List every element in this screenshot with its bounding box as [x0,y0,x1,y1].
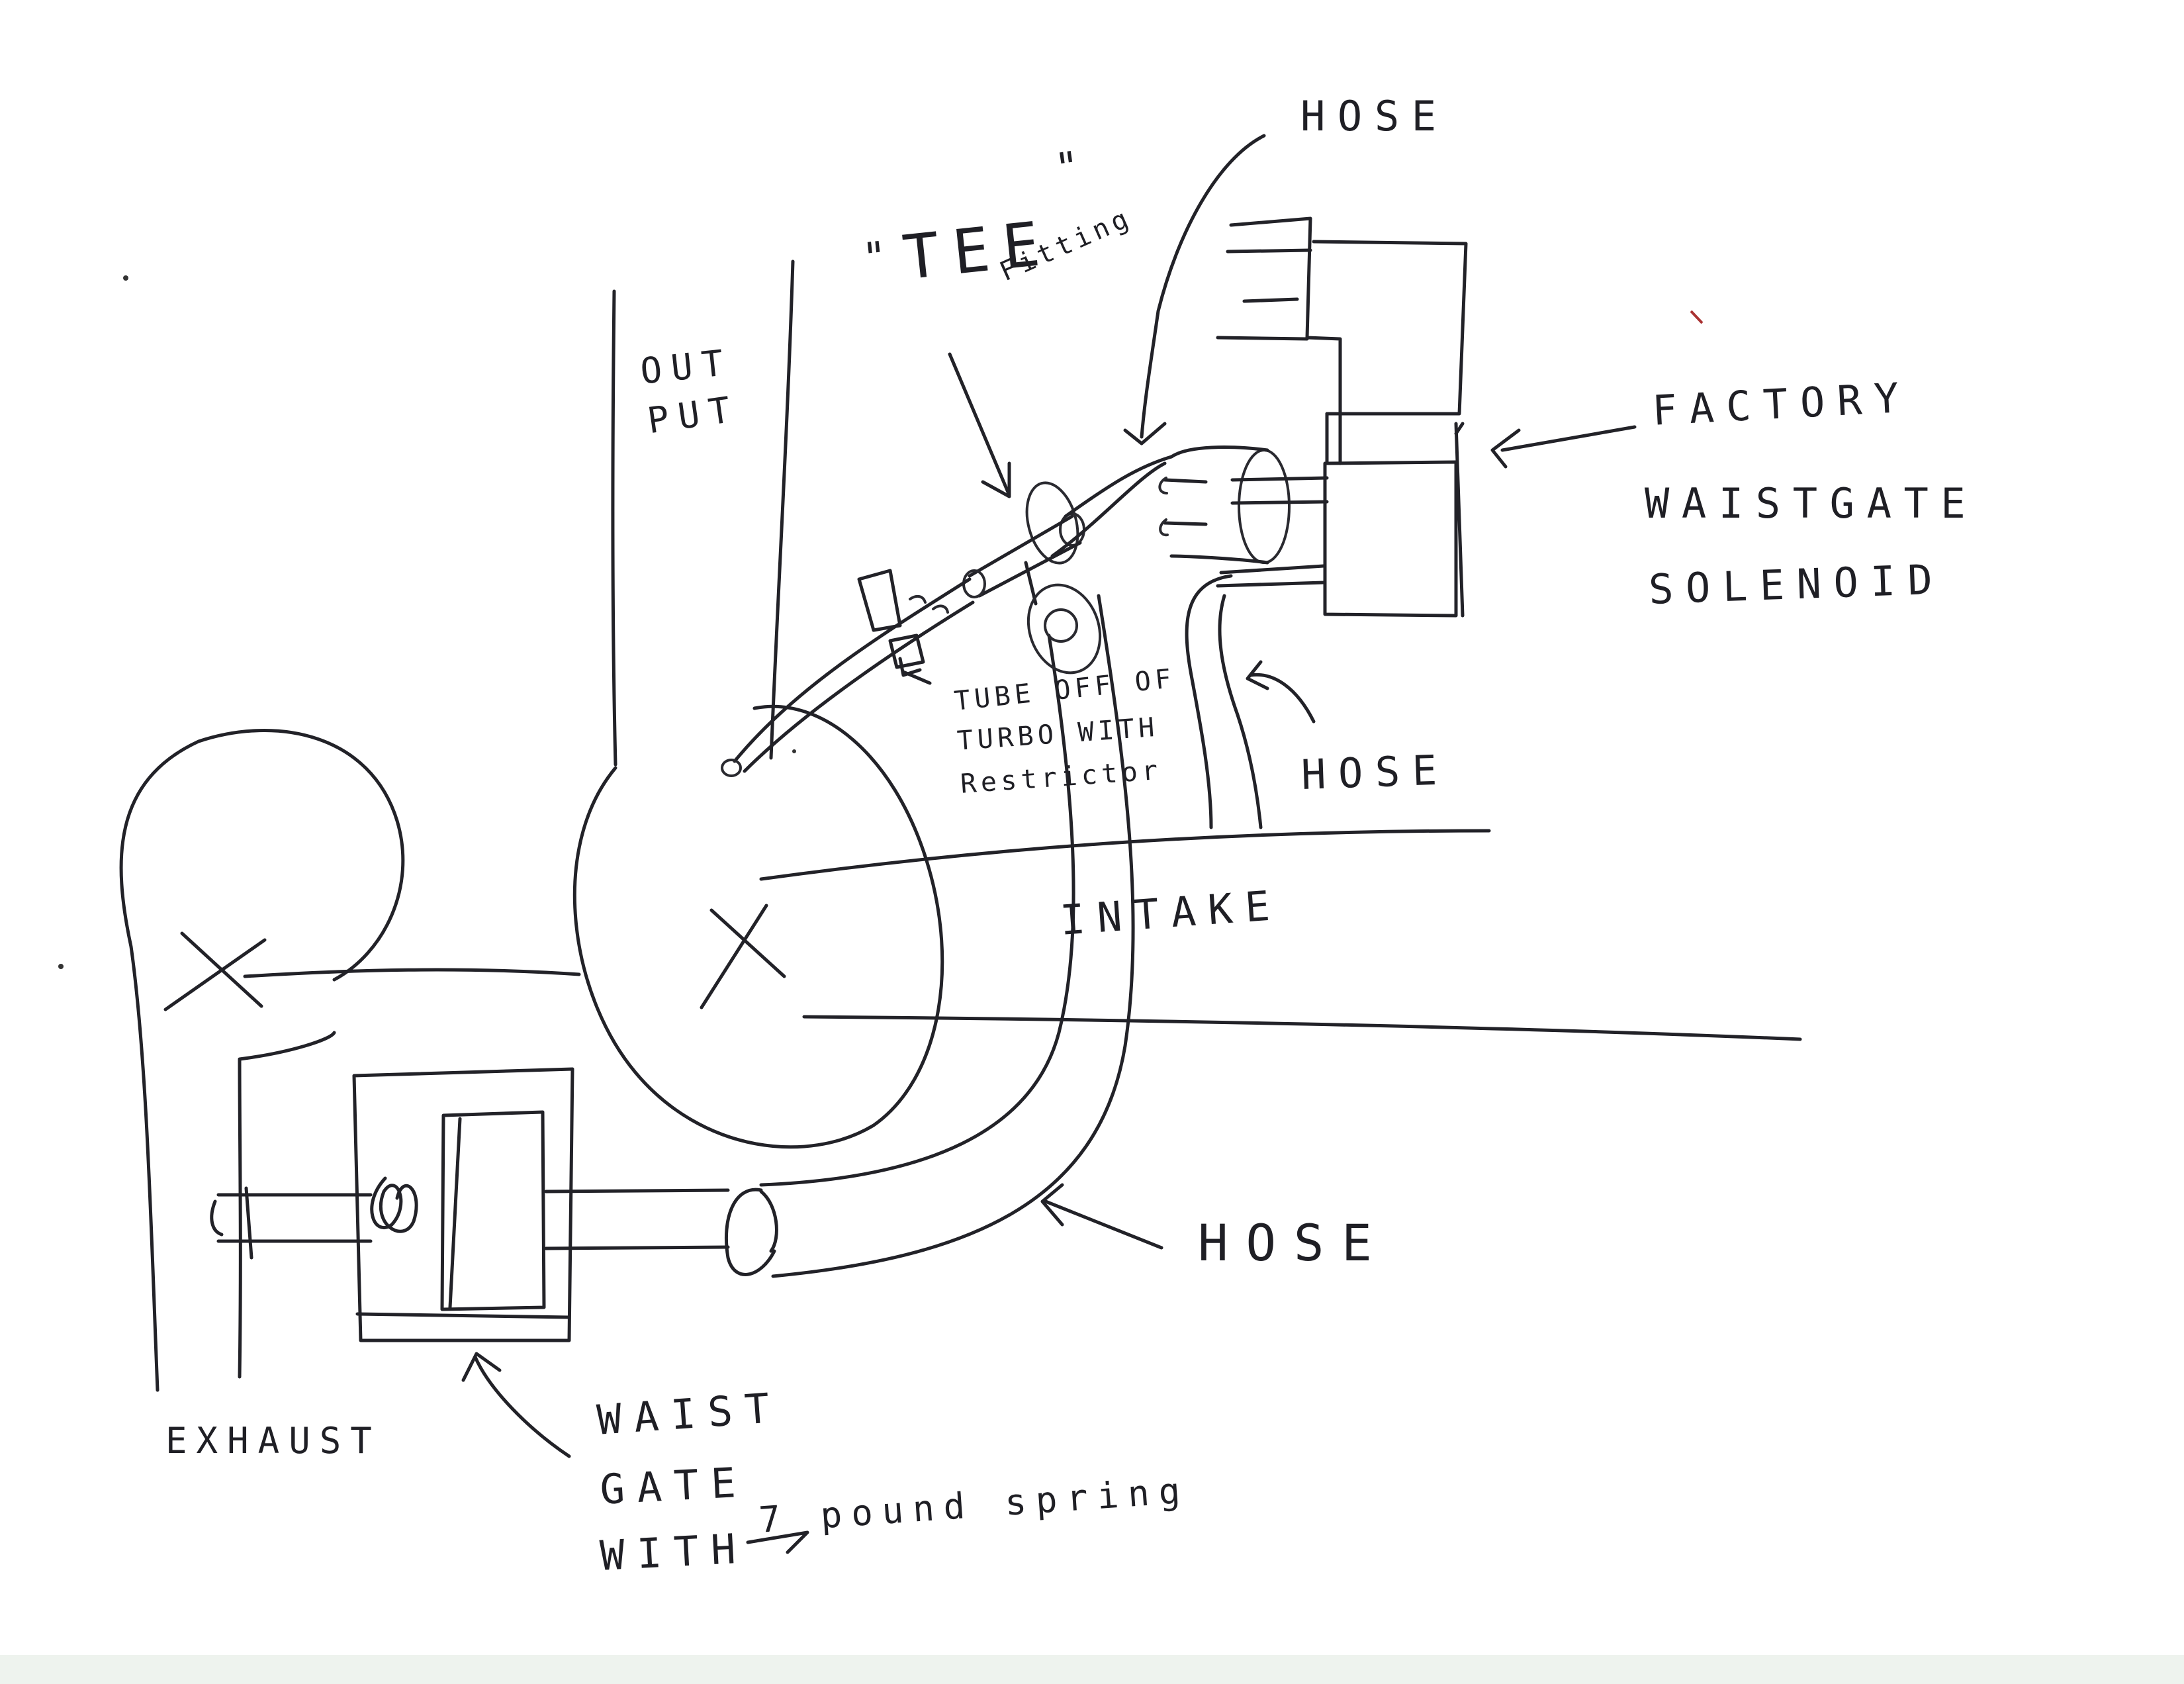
intake-feed-hose [1185,574,1263,829]
wastegate-arrow [461,1352,571,1458]
compressor-housing [572,704,944,1149]
solenoid-hose [1158,445,1329,588]
tee-quote-close: " [1052,140,1095,193]
output-pipe [611,259,795,767]
hose-lower-label: HOSE [1198,1213,1390,1272]
factory-solenoid [1216,216,1468,618]
wastegate-label-line1: WAIST [595,1383,784,1444]
intake-pipe [759,829,1802,1041]
wastegate-label-line2: GATE [598,1458,749,1514]
hose-middle-arrow [1246,660,1316,724]
tee-fitting [962,455,1173,675]
compressor-x-mark [700,904,786,1009]
hose-middle-label: HOSE [1300,745,1450,799]
stray-marks [58,275,1704,969]
hose-top-label: HOSE [1300,92,1449,140]
wastegate-label-line3: WITH [598,1524,749,1580]
tee-arrow [948,352,1011,498]
restrictor-tube [721,569,975,777]
exhaust-label: EXHAUST [165,1420,381,1462]
factory-label-line3: SOLENOID [1647,555,1946,614]
hose-top-arrow [1123,134,1266,445]
tee-quote-open: " [860,230,902,283]
factory-label-line2: WAISTGATE [1645,479,1978,528]
turbine-x-mark [163,931,267,1011]
scan-edge-band [0,1655,2184,1684]
hose-lower-arrow [1040,1183,1163,1250]
spring-arrow [746,1530,809,1554]
output-label-line1: OUT [638,341,735,393]
lower-hose [724,594,1135,1278]
exhaust-housing [119,729,581,1392]
wastegate-actuator [210,1067,730,1342]
restrictor-arrow [898,657,932,685]
solenoid-arrow [1490,425,1637,469]
